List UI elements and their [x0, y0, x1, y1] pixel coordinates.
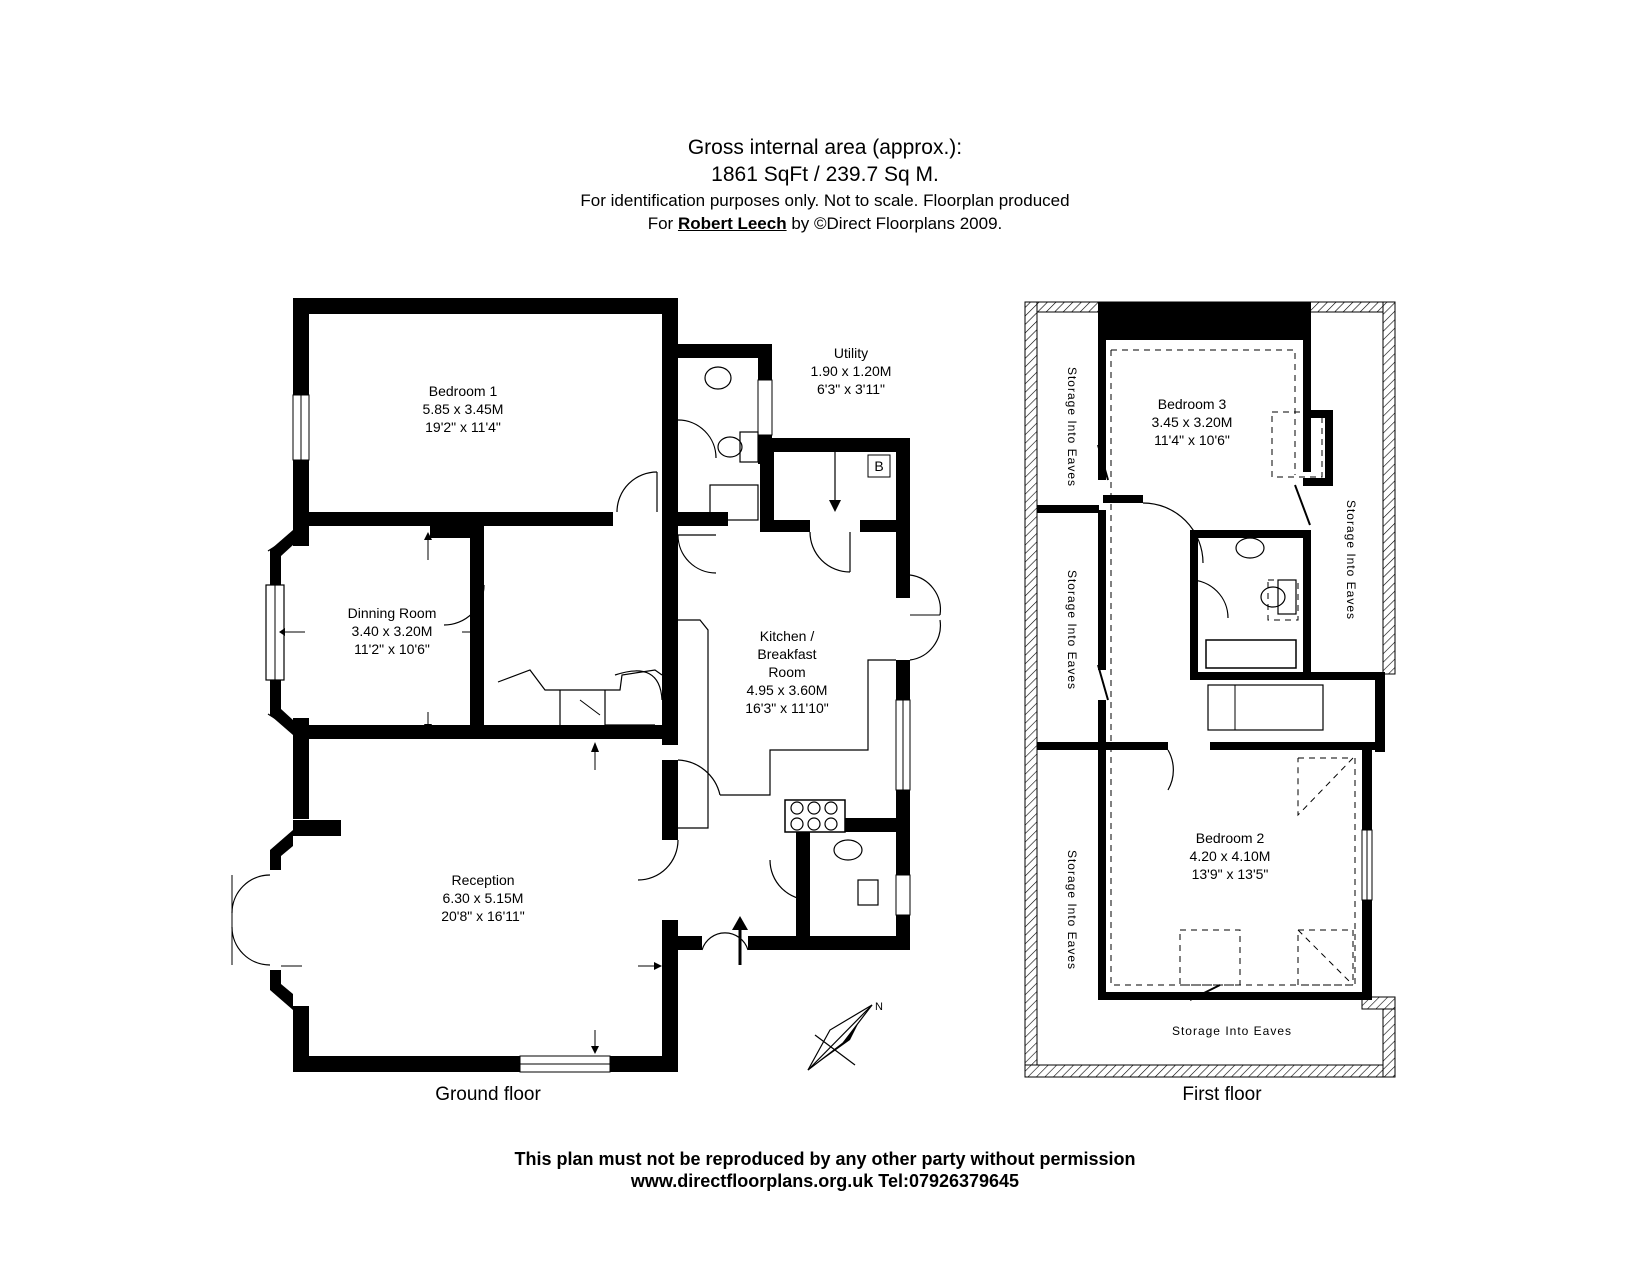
kitchen-name-3: Room	[768, 664, 805, 680]
reception-name: Reception	[451, 872, 514, 888]
boiler-label: B	[874, 458, 883, 474]
bedroom1-metric: 5.85 x 3.45M	[423, 401, 504, 417]
bedroom1-imperial: 19'2" x 11'4"	[425, 419, 501, 435]
first-floor-plan	[1024, 301, 1396, 1078]
utility-metric: 1.90 x 1.20M	[811, 363, 892, 379]
bedroom3-metric: 3.45 x 3.20M	[1152, 414, 1233, 430]
kitchen-metric: 4.95 x 3.60M	[747, 682, 828, 698]
credit-line: For Robert Leech by ©Direct Floorplans 2…	[0, 215, 1650, 232]
bedroom3-name: Bedroom 3	[1158, 396, 1227, 412]
credit-suffix: by ©Direct Floorplans 2009.	[786, 214, 1003, 233]
bedroom1-name: Bedroom 1	[429, 383, 498, 399]
utility-imperial: 6'3" x 3'11"	[817, 381, 885, 397]
dining-name: Dinning Room	[348, 605, 437, 621]
area-value: 1861 SqFt / 239.7 Sq M.	[711, 163, 939, 186]
storage-eaves-label-2: Storage Into Eaves	[1065, 570, 1079, 690]
compass-icon	[807, 1004, 873, 1071]
bedroom2-name: Bedroom 2	[1196, 830, 1265, 846]
bedroom2-metric: 4.20 x 4.10M	[1190, 848, 1271, 864]
storage-eaves-label-3: Storage Into Eaves	[1065, 850, 1079, 970]
disclaimer-text: For identification purposes only. Not to…	[580, 191, 1070, 210]
ground-floor-label: Ground floor	[435, 1084, 541, 1105]
area-title: Gross internal area (approx.):	[687, 136, 963, 159]
kitchen-name-2: Breakfast	[757, 646, 816, 662]
storage-eaves-label-5: Storage Into Eaves	[1172, 1024, 1292, 1038]
credit-prefix: For	[647, 214, 678, 233]
agent-name: Robert Leech	[677, 214, 787, 233]
storage-eaves-label-1: Storage Into Eaves	[1065, 367, 1079, 487]
copyright-notice: This plan must not be reproduced by any …	[514, 1149, 1136, 1169]
bedroom2-imperial: 13'9" x 13'5"	[1192, 866, 1269, 882]
ground-floor-plan	[231, 298, 941, 1073]
contact-line: www.directfloorplans.org.uk Tel:07926379…	[630, 1171, 1020, 1191]
dining-metric: 3.40 x 3.20M	[352, 623, 433, 639]
compass-north-label: N	[875, 1001, 883, 1013]
reception-metric: 6.30 x 5.15M	[443, 890, 524, 906]
bedroom3-imperial: 11'4" x 10'6"	[1154, 432, 1230, 448]
reception-imperial: 20'8" x 16'11"	[441, 908, 525, 924]
kitchen-name-1: Kitchen /	[760, 628, 815, 644]
kitchen-imperial: 16'3" x 11'10"	[745, 700, 829, 716]
storage-eaves-label-4: Storage Into Eaves	[1344, 500, 1358, 620]
first-floor-label: First floor	[1182, 1084, 1262, 1105]
utility-name: Utility	[834, 345, 868, 361]
dining-imperial: 11'2" x 10'6"	[354, 641, 430, 657]
